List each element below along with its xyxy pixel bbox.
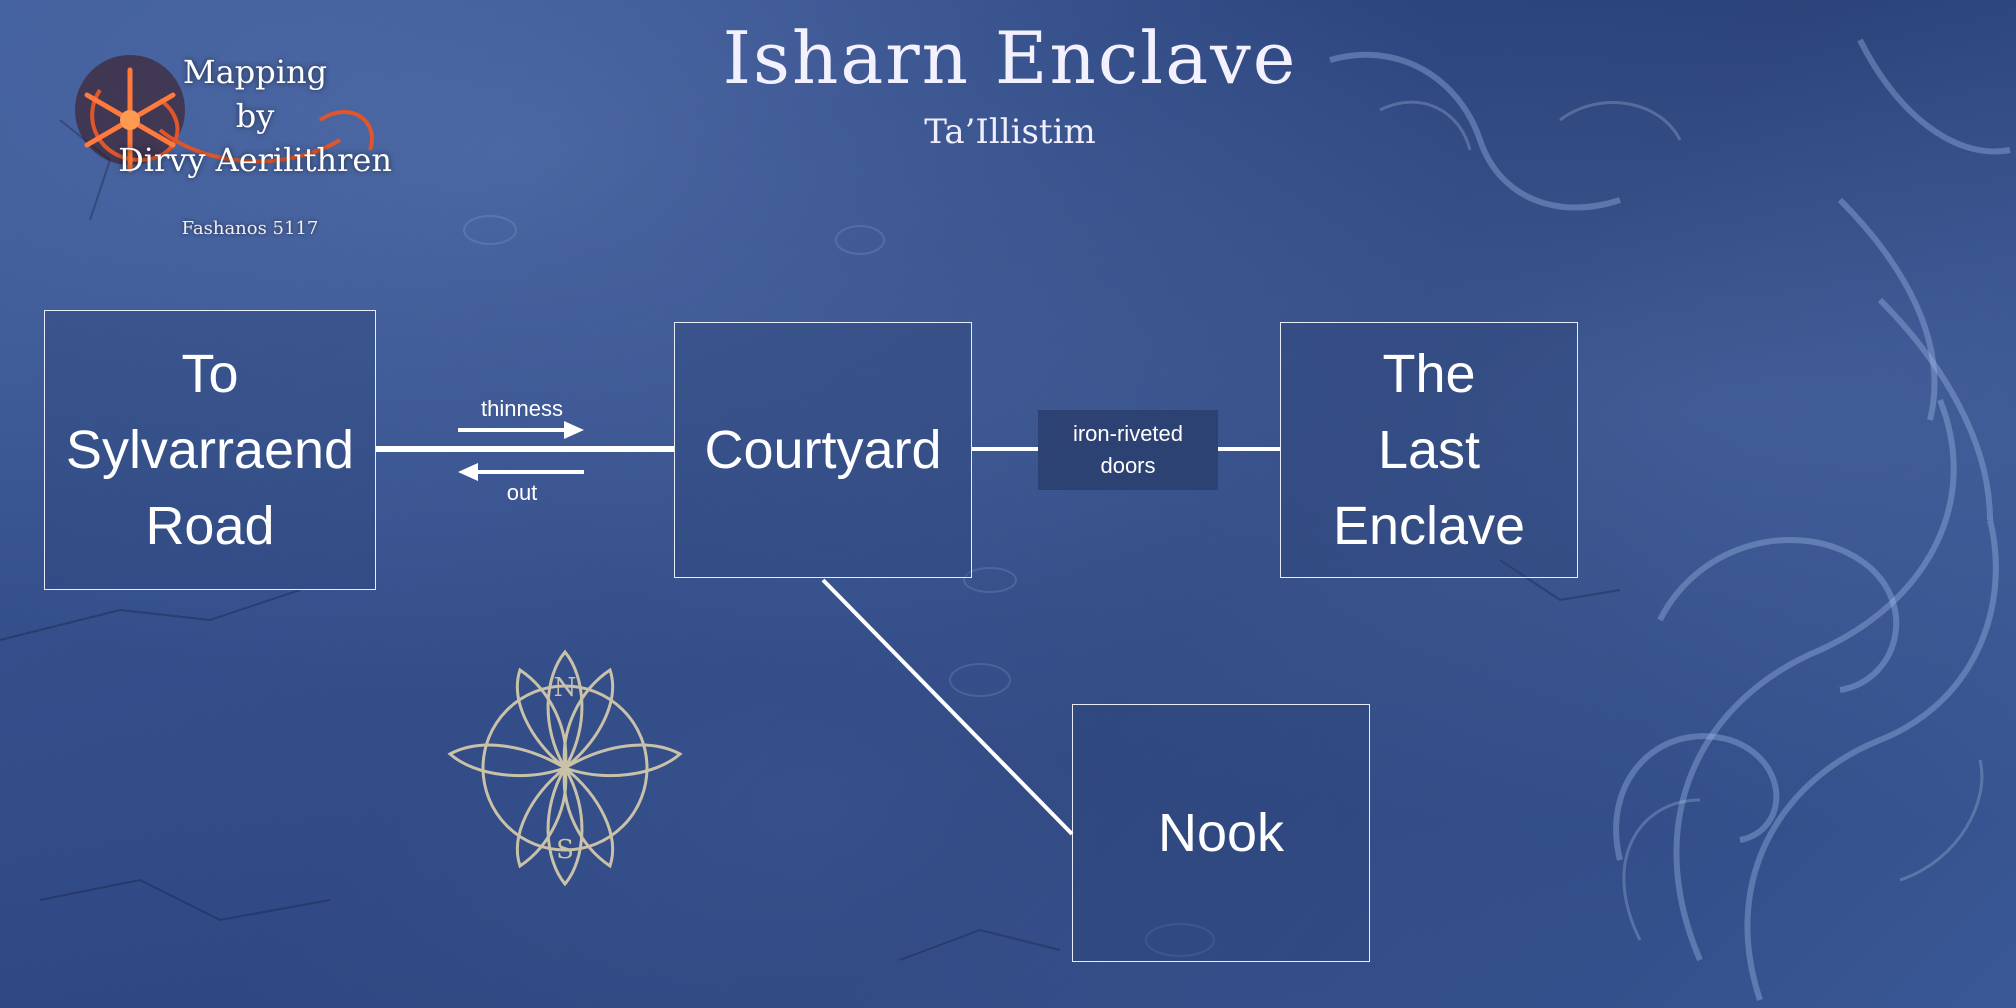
arrow-right-icon xyxy=(458,421,584,439)
connection-road-courtyard xyxy=(376,446,674,452)
compass-north-label: N xyxy=(554,673,577,703)
room-courtyard[interactable]: Courtyard xyxy=(674,322,972,578)
doors-label: iron-riveted doors xyxy=(1038,410,1218,490)
map-subtitle: Ta’Illistim xyxy=(924,112,1096,152)
connection-courtyard-enclave-right xyxy=(1218,447,1280,451)
snowflake-emblem-icon xyxy=(75,55,374,173)
arrow-left-icon xyxy=(458,463,584,481)
room-label: The Last Enclave xyxy=(1332,344,1526,556)
room-label: To Sylvarraend Road xyxy=(65,344,355,556)
connection-in-label: thinness xyxy=(481,396,563,421)
connection-out-label: out xyxy=(506,480,538,505)
connection-courtyard-enclave-left xyxy=(972,447,1038,451)
credit-date: Fashanos 5117 xyxy=(181,218,319,239)
room-label: Courtyard xyxy=(704,420,942,480)
compass-rose-icon: N S xyxy=(447,649,683,886)
compass-south-label: S xyxy=(556,835,574,865)
room-nook[interactable]: Nook xyxy=(1072,704,1370,962)
connection-courtyard-nook xyxy=(821,578,1074,836)
credit-text: Mapping by Dirvy Aerilithren xyxy=(118,53,392,179)
room-label: Nook xyxy=(1157,803,1285,863)
room-last-enclave[interactable]: The Last Enclave xyxy=(1280,322,1578,578)
map-title: Isharn Enclave xyxy=(722,16,1298,100)
room-sylvarraend-road[interactable]: To Sylvarraend Road xyxy=(44,310,376,590)
